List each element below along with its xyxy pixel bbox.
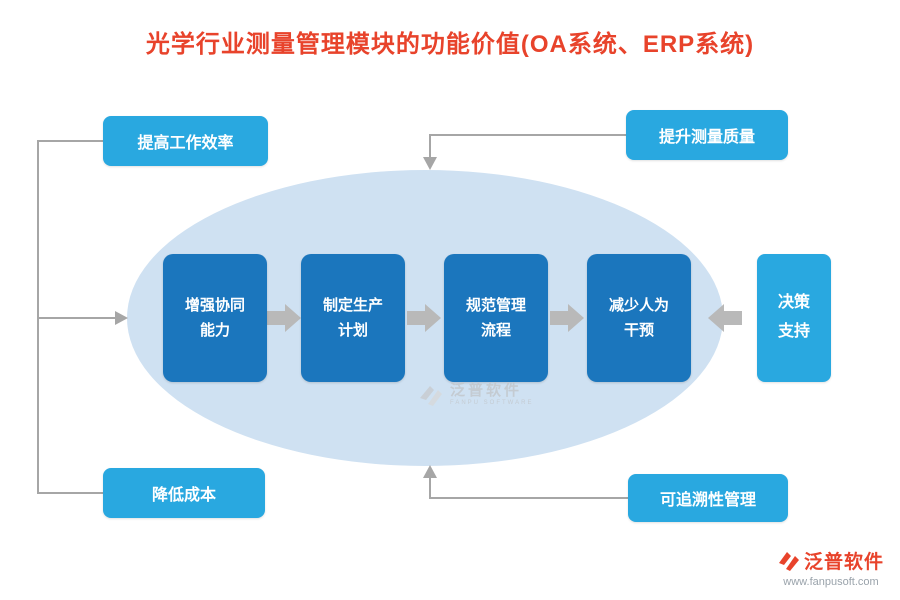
benefit-traceability: 可追溯性管理 [628,474,788,522]
process-step-reduce-intervention: 减少人为 干预 [587,254,691,382]
watermark-subtitle: FANPU SOFTWARE [450,399,534,406]
process-step-standardize-process: 规范管理 流程 [444,254,548,382]
flow-arrow-2 [407,304,441,332]
diagram-title: 光学行业测量管理模块的功能价值(OA系统、ERP系统) [145,31,755,58]
flow-arrow-1 [267,304,301,332]
top-right-connector-line [429,134,626,157]
benefit-decision-support: 决策 支持 [757,254,831,382]
flow-arrow-decision-left [708,304,742,332]
benefit-reduce-cost: 降低成本 [103,468,265,518]
process-step-enhance-collaboration: 增强协同 能力 [163,254,267,382]
watermark-logo-icon [420,386,442,406]
footer-url: www.fanpusoft.com [783,576,879,588]
footer-logo: 泛普软件 www.fanpusoft.com [778,547,884,588]
connector-lines [37,134,628,499]
footer-logo-icon [778,551,799,571]
footer-brand: 泛普软件 [803,552,884,573]
connector-arrowheads [115,157,437,478]
process-step-production-plan: 制定生产 计划 [301,254,405,382]
arrowhead-into-ellipse-left [115,311,128,325]
watermark: 泛普软件 FANPU SOFTWARE [418,382,533,408]
arrowhead-into-ellipse-bottom [423,465,437,478]
benefit-improve-efficiency: 提高工作效率 [103,116,268,166]
benefit-improve-quality: 提升测量质量 [626,110,788,160]
flow-arrow-3 [550,304,584,332]
flow-arrows [267,304,742,332]
watermark-brand: 泛普软件 [450,382,523,400]
arrowhead-into-ellipse-top [423,157,437,170]
bottom-right-connector-line [429,478,628,499]
